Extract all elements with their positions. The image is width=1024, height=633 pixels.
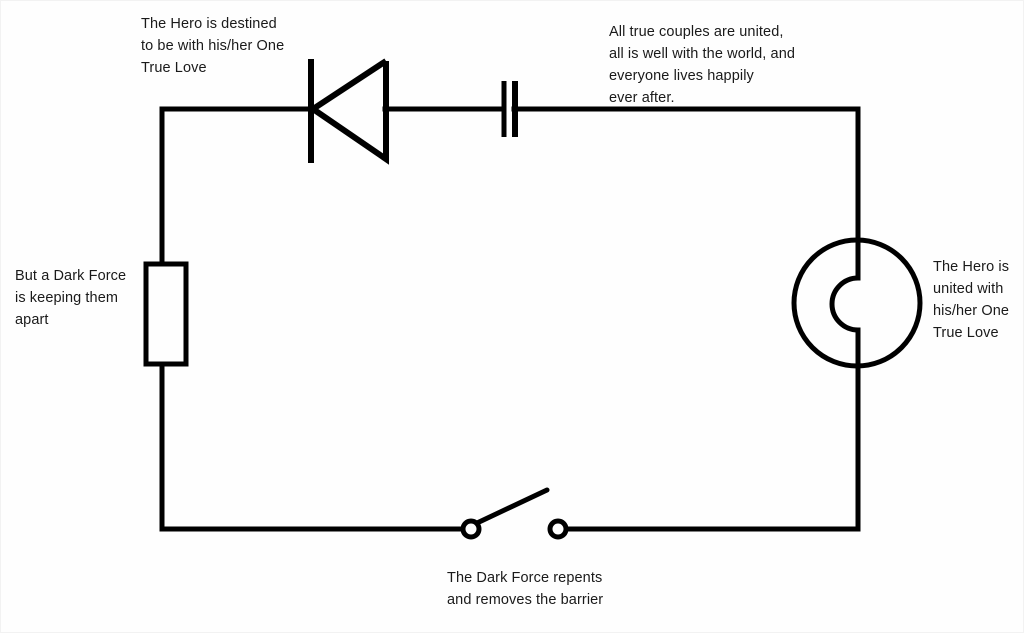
- diode-icon: [307, 58, 389, 165]
- annotation-capacitor: All true couples are united, all is well…: [609, 24, 796, 106]
- annotation-diode: The Hero is destined to be with his/her …: [141, 16, 285, 76]
- annotation-switch: The Dark Force repents and removes the b…: [447, 570, 604, 608]
- annotation-resistor: But a Dark Force is keeping them apart: [15, 268, 127, 328]
- switch-open-icon: [460, 487, 569, 540]
- annotation-lamp: The Hero is united with his/her One True…: [933, 259, 1010, 341]
- resistor-icon: [143, 261, 189, 367]
- lamp-icon: [791, 237, 923, 369]
- capacitor-icon: [501, 81, 518, 137]
